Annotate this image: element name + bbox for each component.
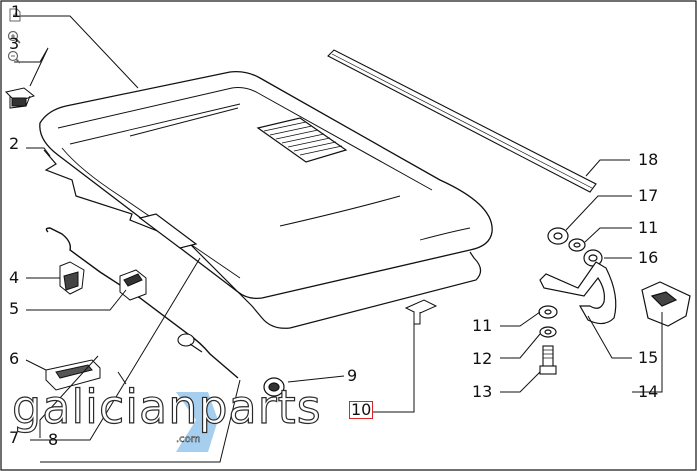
callout-14[interactable]: 14 (638, 382, 659, 401)
watermark-logo-text: galicianparts (11, 380, 322, 434)
hinge-nut[interactable] (547, 227, 569, 245)
leader-lines (14, 15, 663, 463)
zoom-out-icon[interactable] (7, 50, 21, 64)
watermark-logo-suffix: .com (176, 434, 201, 446)
rubber-bumper[interactable] (119, 269, 147, 301)
hinge-bracket[interactable] (641, 281, 691, 327)
hood-clip[interactable] (59, 261, 85, 295)
spring-washer[interactable] (539, 326, 557, 338)
callout-13[interactable]: 13 (472, 382, 493, 401)
callout-18[interactable]: 18 (638, 150, 659, 169)
callout-11-lower[interactable]: 11 (472, 316, 493, 335)
washer-upper[interactable] (568, 238, 586, 252)
fit-to-page-icon[interactable] (8, 8, 22, 22)
push-clip[interactable] (404, 299, 438, 325)
callout-7[interactable]: 7 (9, 428, 20, 447)
callout-4[interactable]: 4 (9, 268, 20, 287)
rubber-plug[interactable] (5, 87, 36, 109)
hood-support-rod[interactable] (45, 227, 239, 379)
galicianparts-logo (176, 392, 218, 452)
hinge-bolt[interactable] (539, 345, 557, 375)
callout-1[interactable]: 1 (11, 2, 22, 21)
callout-9[interactable]: 9 (347, 366, 358, 385)
callout-16[interactable]: 16 (638, 248, 659, 267)
callout-11-upper[interactable]: 11 (638, 218, 659, 237)
hood-weatherstrip[interactable] (327, 49, 597, 193)
callout-17[interactable]: 17 (638, 186, 659, 205)
zoom-in-icon[interactable] (7, 30, 21, 44)
hood-insulation-pad[interactable] (43, 149, 482, 329)
callout-2[interactable]: 2 (9, 134, 20, 153)
grommet[interactable] (263, 377, 285, 397)
callout-8[interactable]: 8 (48, 430, 59, 449)
callout-10-selected[interactable]: 10 (348, 400, 374, 419)
callout-12[interactable]: 12 (472, 349, 493, 368)
callout-3[interactable]: 3 (9, 34, 20, 53)
callout-15[interactable]: 15 (638, 348, 659, 367)
hood-hinge-arm[interactable] (539, 261, 617, 325)
latch-bracket[interactable] (45, 359, 101, 391)
washer-lower[interactable] (538, 305, 558, 319)
callout-6[interactable]: 6 (9, 349, 20, 368)
hinge-bushing[interactable] (583, 249, 603, 267)
callout-5[interactable]: 5 (9, 299, 20, 318)
hood-air-vent (256, 117, 348, 163)
